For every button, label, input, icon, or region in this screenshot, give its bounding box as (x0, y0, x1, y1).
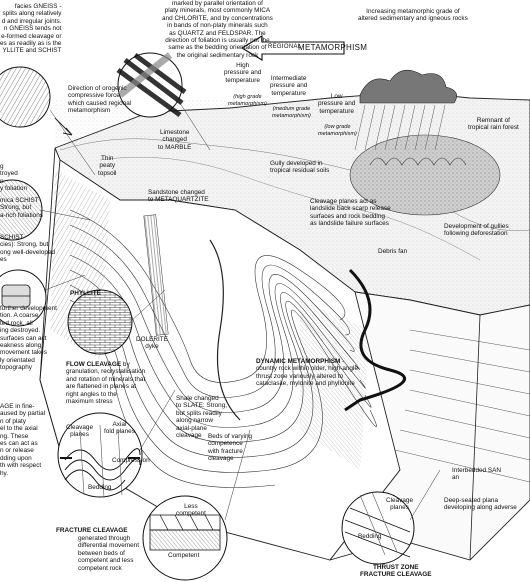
deep-seated-label: Deep-seated plana developing along adver… (444, 497, 517, 512)
left-foliation-label: g troyed n y foliation (0, 163, 27, 193)
axial-fold-label: Axial fold planes (104, 421, 135, 436)
competent-label: Competent (168, 552, 200, 559)
dolerite-label: DOLERITE dyke (136, 336, 168, 351)
sandstone-label: Sandstone changed to METAQUARTZITE (148, 189, 209, 204)
medium-grade-label: (medium grade metamorphism) (272, 106, 311, 120)
bedding-a-label: Bedding (88, 484, 112, 491)
orogenic-force-label: Direction of orogenic compressive force … (68, 85, 132, 115)
gully-tropical-label: Gully developed in tropical residual soi… (270, 160, 330, 175)
mica-schist-label: mica SCHIST Strong, but a-rich foliation… (0, 197, 43, 219)
inset-mica-schist (0, 179, 43, 241)
limestone-label: Limestone changed to MARBLE (158, 129, 192, 151)
rain-forest-label: Remnant of tropical rain forest (468, 117, 519, 132)
inset-flow-cleavage (67, 289, 133, 355)
fracture-cleavage-title: FRACTURE CLEAVAGE (56, 527, 128, 534)
increasing-grade-label: Increasing metamorphic grade of altered … (358, 8, 468, 23)
dynamic-metamorphism-title: DYNAMIC METAMORPHISM (256, 358, 341, 365)
flow-cleavage-title: FLOW CLEAVAGE (66, 361, 122, 368)
river (344, 268, 406, 412)
phyllite-label: PHYLLITE (70, 290, 101, 297)
cleavage-landslide-label: Cleavage planes act as landslide back sc… (310, 198, 391, 228)
inset-axial-cleavage (57, 412, 143, 499)
orogenic-force-arrow (54, 117, 73, 136)
flow-cleavage-text: by granulation, recrystallisation and ro… (66, 361, 146, 406)
gullies-deforestation-label: Development of gullies following defores… (444, 223, 509, 238)
thrust-zone-label: THRUST ZONE FRACTURE CLEAVAGE (360, 564, 432, 579)
interbedded-label: Interbedded SAN an (452, 467, 502, 482)
cleavage-planes-a-label: Cleavage planes (66, 424, 94, 439)
rain-forest (349, 134, 501, 216)
beds-varying-label: Beds of varying competence with fracture… (208, 433, 253, 463)
compression-label: Compression (112, 457, 150, 464)
foliation-description: marked by parallel orientation of platy … (162, 0, 273, 59)
inset-phyllite (0, 269, 47, 327)
bedding-b-label: Bedding (358, 533, 382, 540)
fracture-cleavage-text: generated through differential movement … (78, 535, 139, 572)
high-grade-label: (high grade metamorphism) (228, 94, 267, 108)
dynamic-metamorphism-text: - country rock within older, high-angle … (256, 358, 358, 388)
shale-slate-label: Shale changed to SLATE: Strong, but spli… (176, 395, 228, 440)
regional-metamorphism-arrow (240, 35, 345, 61)
low-pt-label: Low pressure and temperature (318, 93, 356, 115)
flow-cleavage-label: FLOW CLEAVAGE by granulation, recrystall… (66, 361, 145, 405)
high-pt-label: High pressure and temperature (224, 62, 262, 84)
inset-foliation-top (116, 52, 187, 118)
inset-thrust-zone (341, 491, 415, 565)
arrow-regional-label: REGIONAL (268, 44, 302, 50)
fracture-cleavage-label: FRACTURE CLEAVAGE (56, 527, 127, 534)
less-competent-label: Less competent (176, 503, 206, 518)
cleavage-planes-b-label: Cleavage planes (386, 497, 414, 512)
arrow-metamorphism-label: METAMORPHISM (298, 43, 368, 52)
intermediate-pt-label: Intermediate pressure and temperature (270, 75, 308, 97)
dynamic-metamorphism-label: DYNAMIC METAMORPHISM - country rock with… (256, 358, 358, 388)
peaty-topsoil-label: Thin peaty topsoil (98, 155, 117, 177)
inset-gneiss (0, 66, 51, 128)
inset-fracture-cleavage (142, 495, 228, 581)
low-grade-label: (low grade metamorphism) (318, 124, 357, 138)
rain-cloud (354, 69, 457, 151)
axial-cleavage-left-label: AGE in fine- aused by partial n of platy… (0, 403, 46, 477)
gneiss-label: facies GNEISS - splits along relatively … (0, 3, 62, 55)
leader-lines (39, 99, 441, 521)
schist-label: SCHIST cies): Strong, but ong well-devel… (0, 234, 56, 264)
debris-fan-label: Debris fan (378, 248, 408, 255)
further-development-label: further development tion. A coarse ted r… (0, 305, 57, 372)
